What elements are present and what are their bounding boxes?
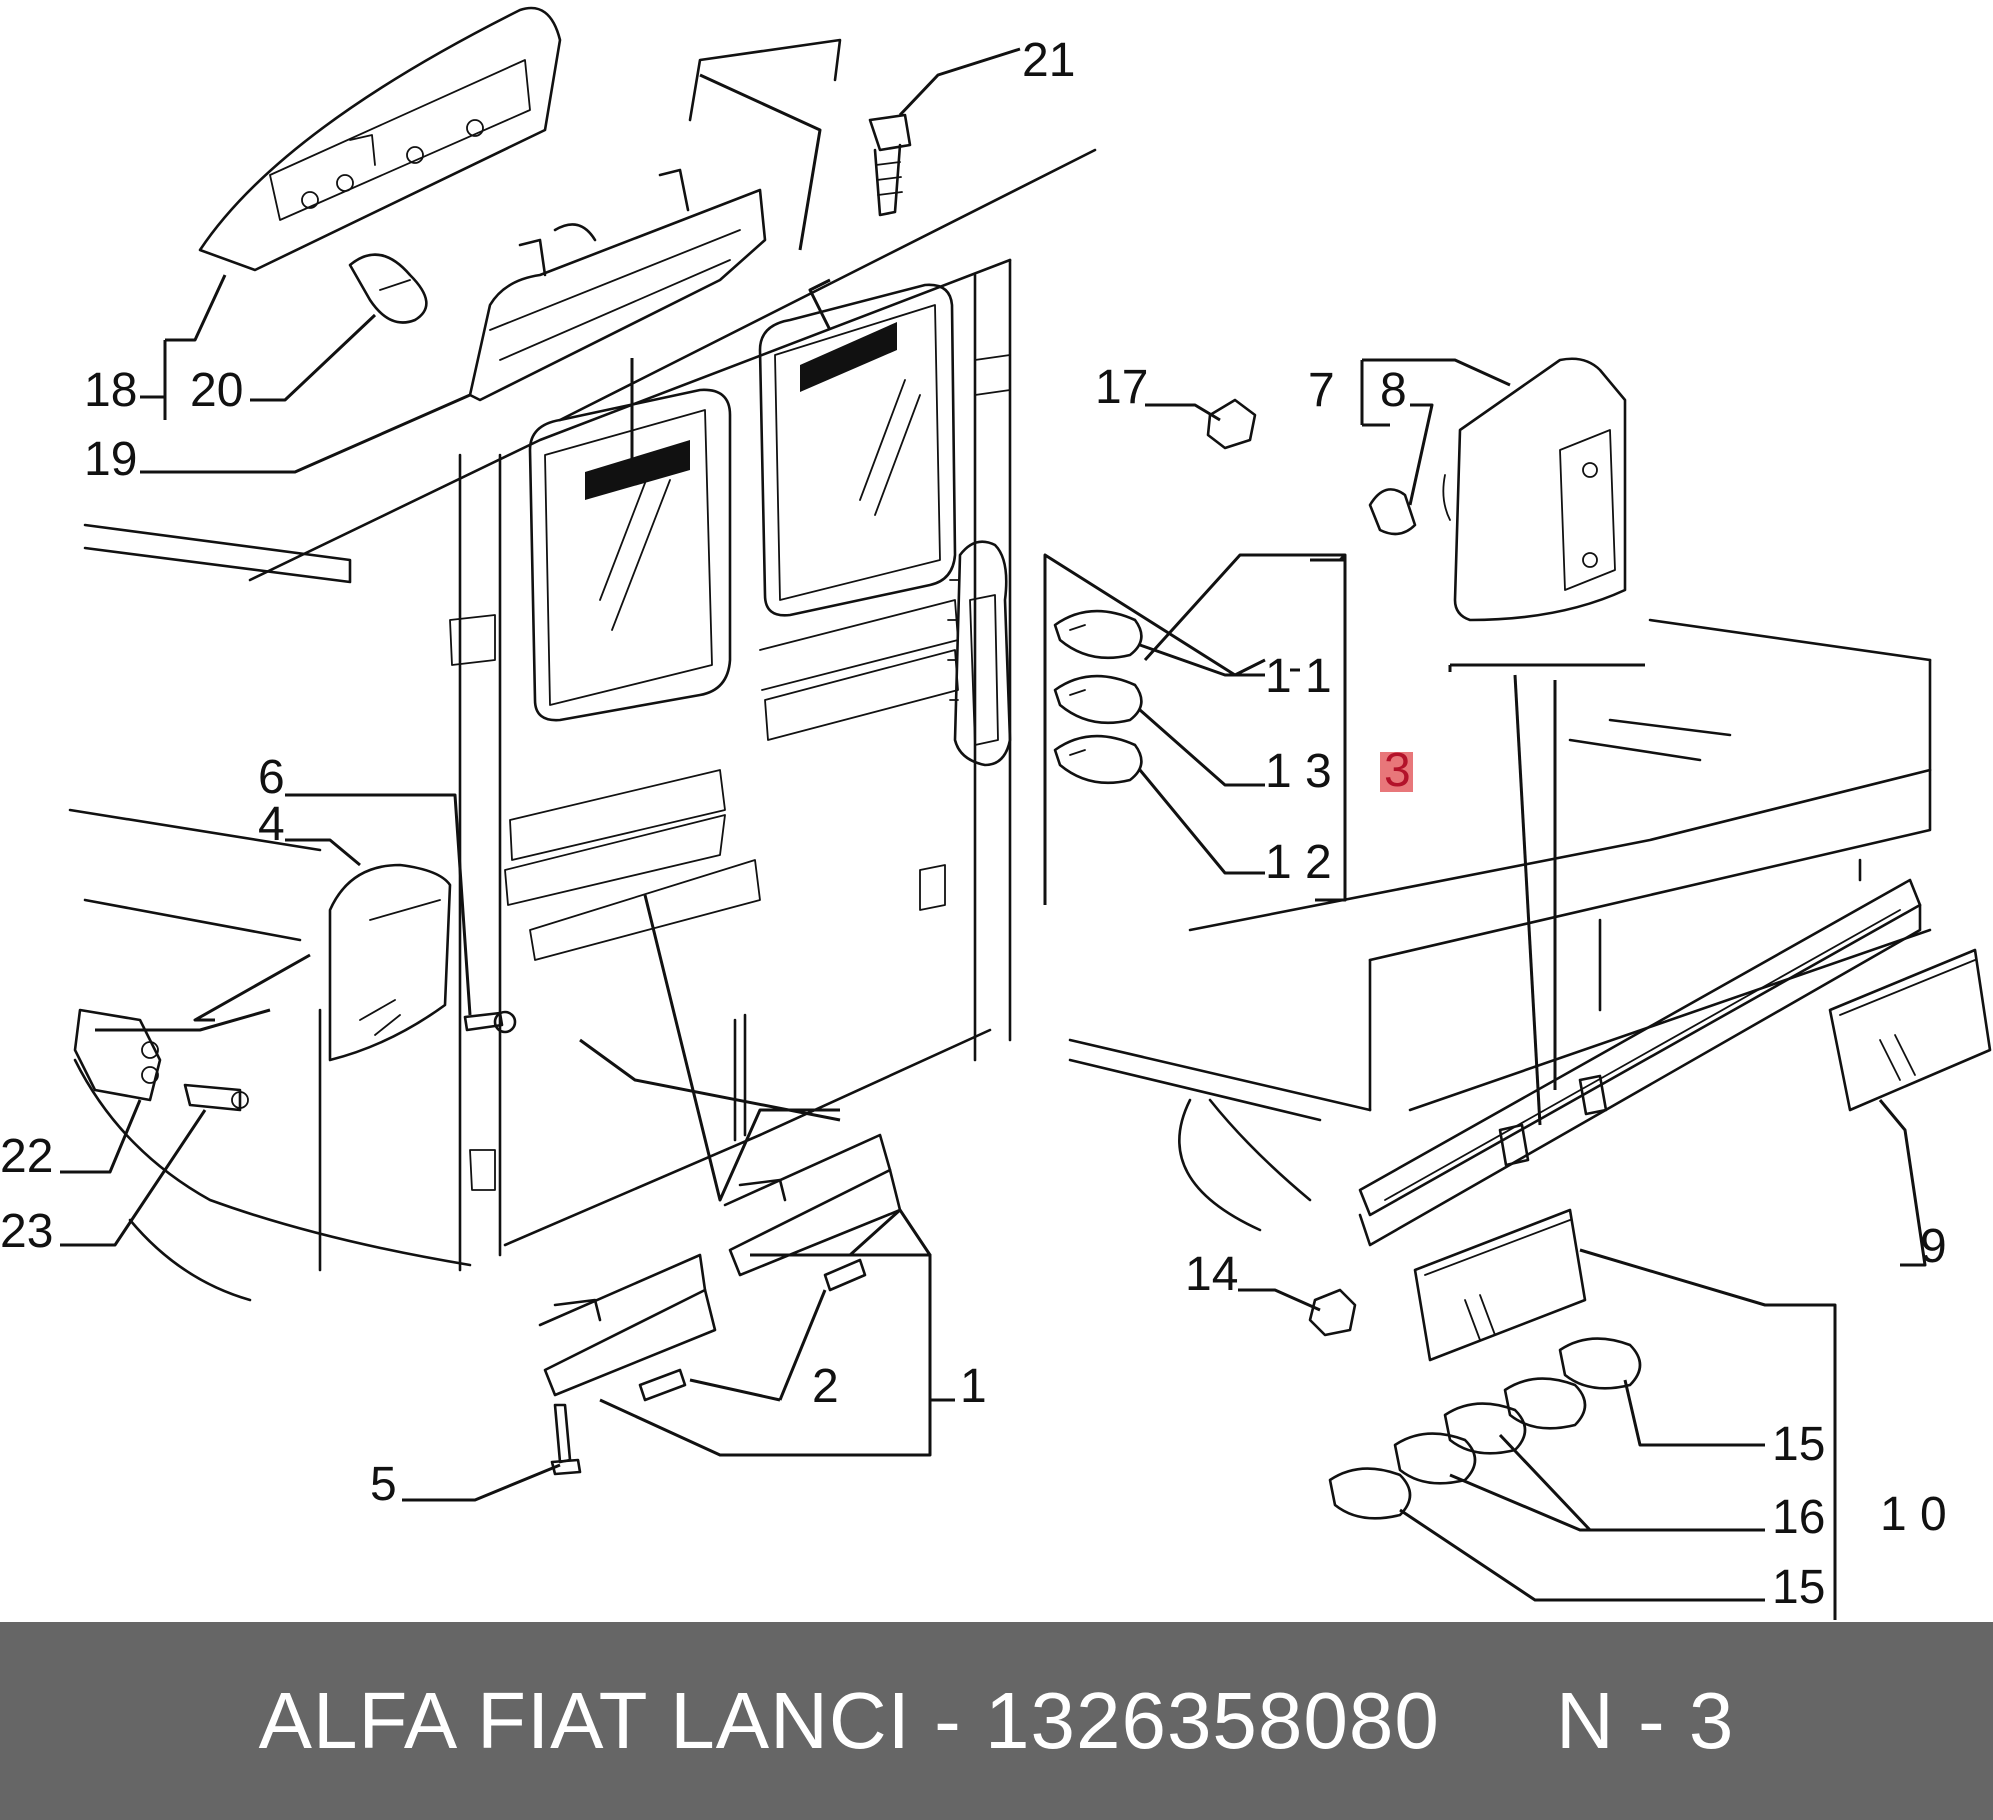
callout-22: 22 bbox=[0, 1130, 53, 1183]
callout-15-bottom: 15 bbox=[1772, 1561, 1825, 1614]
callout-10: 1 0 bbox=[1880, 1488, 1947, 1541]
part-19-high-mount-light bbox=[468, 168, 767, 402]
part-7-marker-light bbox=[1442, 357, 1627, 622]
part-14-nut bbox=[1308, 1288, 1357, 1337]
part-13-bulb bbox=[1053, 674, 1143, 725]
part-1-license-lamp bbox=[538, 1133, 902, 1397]
part-22-connector bbox=[73, 1008, 162, 1102]
part-23-terminal bbox=[183, 1083, 249, 1112]
truck-bed-outline bbox=[1068, 618, 1932, 1247]
part-10-rear-lamp bbox=[1413, 1208, 1587, 1362]
part-9-rear-lamp bbox=[1828, 948, 1992, 1112]
footer-banner: ALFA FIAT LANCI - 1326358080 N - 3 bbox=[0, 1622, 1993, 1820]
part-15-bulbs bbox=[1328, 1337, 1642, 1520]
callout-13: 1 3 bbox=[1265, 745, 1332, 798]
callout-20: 20 bbox=[190, 364, 243, 417]
callout-8: 8 bbox=[1380, 364, 1407, 417]
part-6-screw bbox=[463, 1010, 517, 1034]
callout-15-top: 15 bbox=[1772, 1418, 1825, 1471]
part-18-light-cover bbox=[198, 6, 562, 272]
callout-9: 9 bbox=[1920, 1220, 1947, 1273]
part-3-tail-light bbox=[947, 540, 1012, 767]
callout-7: 7 bbox=[1308, 364, 1335, 417]
callout-18: 18 bbox=[84, 364, 137, 417]
callout-16: 16 bbox=[1772, 1491, 1825, 1544]
part-5-screw bbox=[550, 1403, 582, 1476]
callout-14: 14 bbox=[1185, 1248, 1238, 1301]
callout-17: 17 bbox=[1095, 361, 1148, 414]
part-8-bulb bbox=[1368, 488, 1417, 536]
callout-23: 23 bbox=[0, 1205, 53, 1258]
callout-21: 21 bbox=[1022, 34, 1075, 87]
part-11-bulb bbox=[1053, 609, 1143, 660]
part-21-bolt bbox=[868, 113, 912, 217]
part-4-corner-light bbox=[328, 863, 452, 1062]
leader-lines bbox=[60, 47, 1927, 1620]
callout-6: 6 bbox=[258, 751, 285, 804]
part-2-festoon-bulb bbox=[638, 1258, 867, 1402]
callout-5: 5 bbox=[370, 1458, 397, 1511]
part-12-bulb bbox=[1053, 734, 1143, 785]
callout-4: 4 bbox=[258, 798, 285, 851]
callout-19: 19 bbox=[84, 433, 137, 486]
van-body-outline bbox=[68, 38, 1097, 1302]
exploded-parts-diagram: 21 18 20 19 17 7 8 1 1 1 3 1 2 3 6 4 22 … bbox=[0, 6, 1992, 1620]
part-16-bulbs bbox=[1393, 1377, 1587, 1485]
callout-3-highlight bbox=[1380, 752, 1413, 792]
callout-11: 1 1 bbox=[1265, 650, 1332, 703]
callout-12: 1 2 bbox=[1265, 836, 1332, 889]
footer-part-number-text: ALFA FIAT LANCI - 1326358080 N - 3 bbox=[258, 1676, 1735, 1765]
part-17-nut bbox=[1206, 398, 1257, 450]
callout-numbers: 21 18 20 19 17 7 8 1 1 1 3 1 2 3 6 4 22 … bbox=[0, 34, 1947, 1614]
part-20-bulb bbox=[348, 253, 428, 324]
callout-1: 1 bbox=[960, 1360, 987, 1413]
callout-2: 2 bbox=[812, 1360, 839, 1413]
callout-3: 3 bbox=[1384, 744, 1411, 797]
